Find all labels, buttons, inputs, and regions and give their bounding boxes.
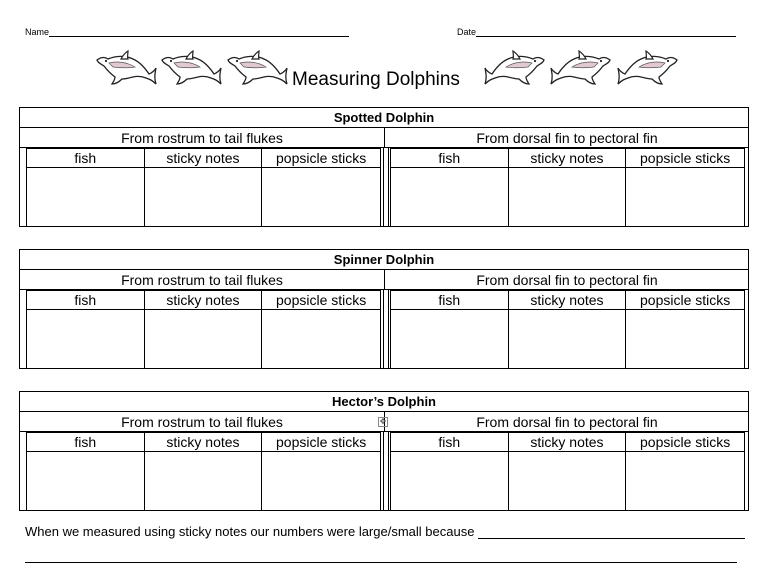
divider xyxy=(383,290,389,369)
col-fish: fish xyxy=(391,291,509,310)
divider xyxy=(383,148,389,227)
cell-fish[interactable] xyxy=(27,452,145,510)
col-popsicle-sticks: popsicle sticks xyxy=(626,149,744,168)
section-hectors-dolphin: Hector’s Dolphin From rostrum to tail fl… xyxy=(19,391,749,511)
col-sticky-notes: sticky notes xyxy=(144,291,263,310)
right-heading: From dorsal fin to pectoral fin xyxy=(385,270,749,290)
cell-popsicle-sticks[interactable] xyxy=(262,310,380,368)
cell-sticky-notes[interactable] xyxy=(145,310,263,368)
left-heading: From rostrum to tail flukes xyxy=(20,128,385,148)
cell-fish[interactable] xyxy=(391,168,509,226)
section-spotted-dolphin: Spotted Dolphin From rostrum to tail flu… xyxy=(19,107,749,227)
col-fish: fish xyxy=(27,149,145,168)
cell-sticky-notes[interactable] xyxy=(509,452,627,510)
cell-popsicle-sticks[interactable] xyxy=(626,168,744,226)
right-heading: From dorsal fin to pectoral fin xyxy=(385,412,749,432)
cell-fish[interactable] xyxy=(391,452,509,510)
col-sticky-notes: sticky notes xyxy=(144,149,263,168)
left-heading: From rostrum to tail flukes xyxy=(20,270,385,290)
cell-fish[interactable] xyxy=(27,168,145,226)
section-title: Spinner Dolphin xyxy=(20,250,748,270)
footer-question: When we measured using sticky notes our … xyxy=(25,524,746,539)
cell-popsicle-sticks[interactable] xyxy=(626,452,744,510)
divider xyxy=(383,432,389,511)
section-spinner-dolphin: Spinner Dolphin From rostrum to tail flu… xyxy=(19,249,749,369)
name-label: Name xyxy=(25,27,50,37)
measure-table-right: fish sticky notes popsicle sticks xyxy=(390,290,745,369)
date-field[interactable]: Date xyxy=(457,27,737,37)
right-heading: From dorsal fin to pectoral fin xyxy=(385,128,749,148)
section-title: Hector’s Dolphin xyxy=(20,392,748,412)
cell-popsicle-sticks[interactable] xyxy=(262,168,380,226)
col-sticky-notes: sticky notes xyxy=(508,291,627,310)
dolphin-icon xyxy=(550,50,611,85)
col-fish: fish xyxy=(27,433,145,452)
date-line[interactable] xyxy=(476,27,737,37)
cell-sticky-notes[interactable] xyxy=(145,168,263,226)
col-popsicle-sticks: popsicle sticks xyxy=(626,433,744,452)
dolphin-icon xyxy=(227,50,288,85)
col-fish: fish xyxy=(27,291,145,310)
name-line[interactable] xyxy=(49,27,350,37)
col-fish: fish xyxy=(391,149,509,168)
measure-table-left: fish sticky notes popsicle sticks xyxy=(26,432,381,511)
date-label: Date xyxy=(457,27,477,37)
dolphin-icon xyxy=(161,50,222,85)
section-title: Spotted Dolphin xyxy=(20,108,748,128)
dolphin-icon xyxy=(96,50,157,85)
dolphin-icon xyxy=(484,50,545,85)
cell-sticky-notes[interactable] xyxy=(509,168,627,226)
left-heading: From rostrum to tail flukes xyxy=(20,412,385,432)
col-popsicle-sticks: popsicle sticks xyxy=(262,149,380,168)
measure-table-left: fish sticky notes popsicle sticks xyxy=(26,148,381,227)
cell-fish[interactable] xyxy=(391,310,509,368)
col-popsicle-sticks: popsicle sticks xyxy=(262,291,380,310)
col-sticky-notes: sticky notes xyxy=(144,433,263,452)
name-field[interactable]: Name xyxy=(25,27,350,37)
col-popsicle-sticks: popsicle sticks xyxy=(626,291,744,310)
col-fish: fish xyxy=(391,433,509,452)
cell-popsicle-sticks[interactable] xyxy=(262,452,380,510)
page-title: Measuring Dolphins xyxy=(292,69,460,90)
col-sticky-notes: sticky notes xyxy=(508,433,627,452)
measure-table-left: fish sticky notes popsicle sticks xyxy=(26,290,381,369)
cell-popsicle-sticks[interactable] xyxy=(626,310,744,368)
cell-sticky-notes[interactable] xyxy=(145,452,263,510)
col-sticky-notes: sticky notes xyxy=(508,149,627,168)
footer-prompt: When we measured using sticky notes our … xyxy=(25,524,475,539)
answer-line-2[interactable] xyxy=(25,562,737,563)
measure-table-right: fish sticky notes popsicle sticks xyxy=(390,432,745,511)
cell-fish[interactable] xyxy=(27,310,145,368)
answer-line[interactable] xyxy=(478,526,746,539)
cell-sticky-notes[interactable] xyxy=(509,310,627,368)
table-move-handle-icon[interactable]: ✥ xyxy=(378,417,388,427)
dolphin-icon xyxy=(617,50,678,85)
measure-table-right: fish sticky notes popsicle sticks xyxy=(390,148,745,227)
col-popsicle-sticks: popsicle sticks xyxy=(262,433,380,452)
